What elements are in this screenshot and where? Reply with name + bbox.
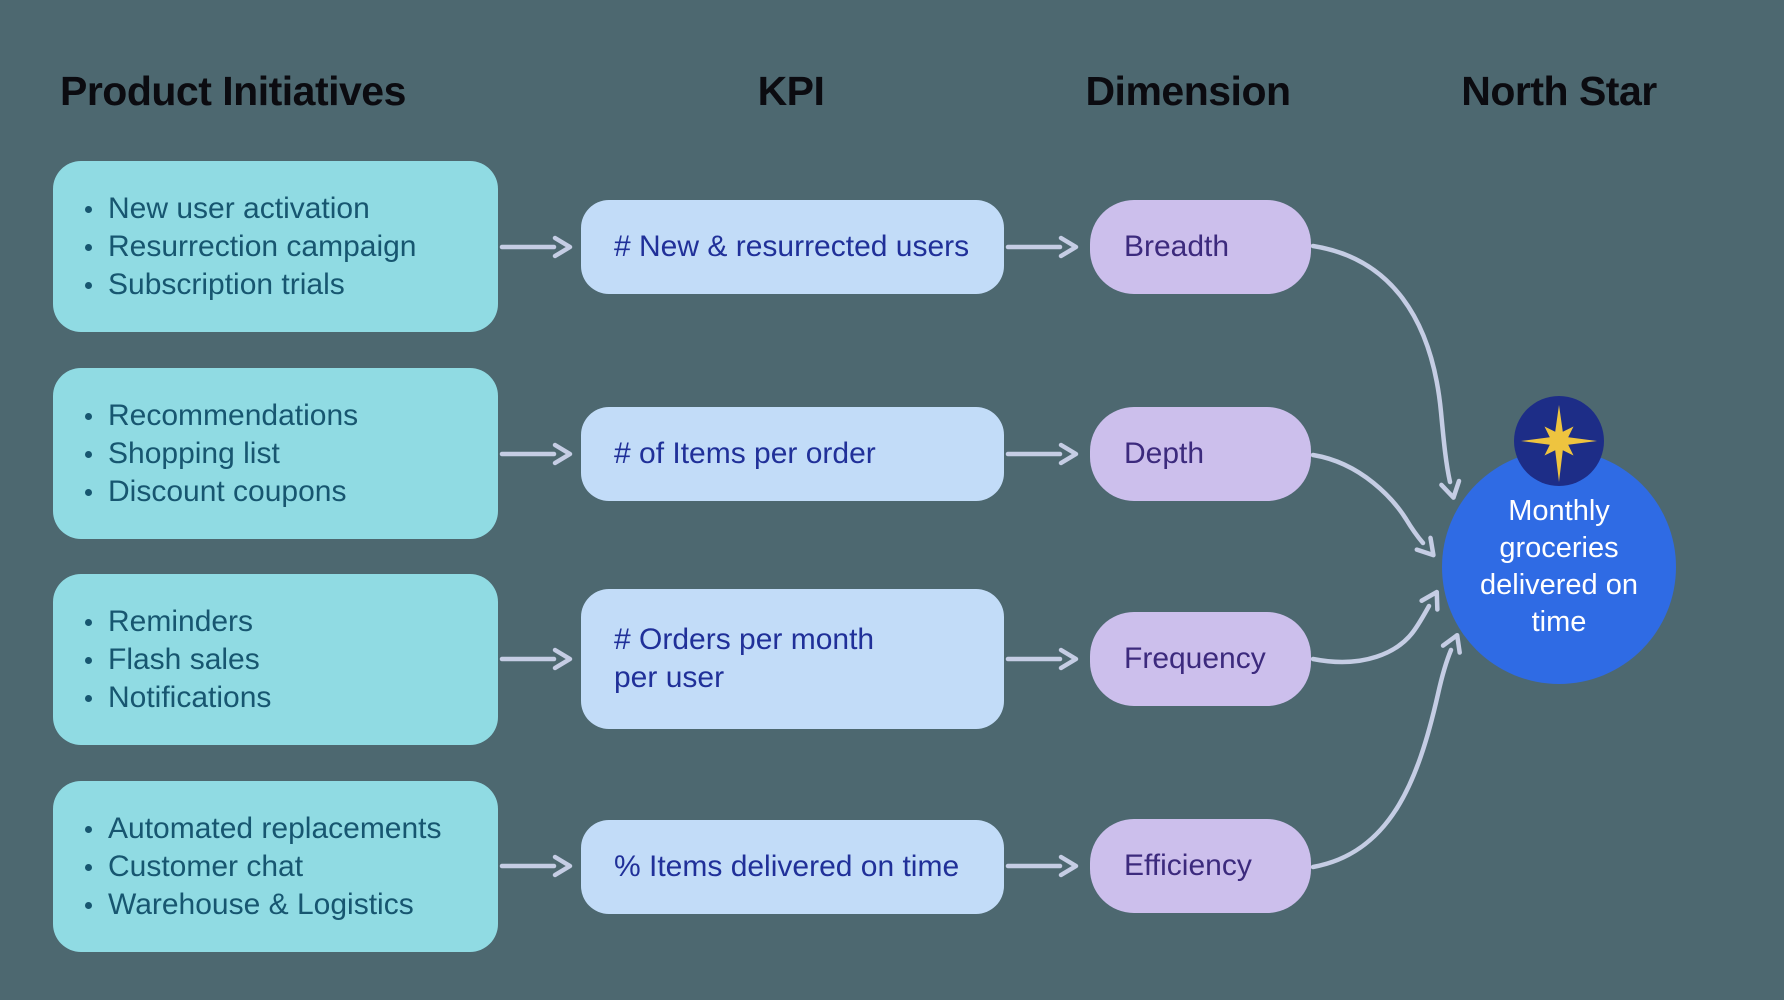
dimension-label: Breadth bbox=[1124, 230, 1230, 263]
kpi-box-4: % Items delivered on time bbox=[581, 820, 1004, 914]
initiative-item: Warehouse & Logistics bbox=[85, 886, 442, 924]
header-north-star: North Star bbox=[1461, 68, 1657, 114]
initiatives-list: Automated replacements Customer chat War… bbox=[53, 810, 452, 924]
initiatives-box-3: Reminders Flash sales Notifications bbox=[53, 574, 498, 745]
header-product-initiatives: Product Initiatives bbox=[60, 68, 406, 114]
initiative-item: Notifications bbox=[85, 679, 271, 717]
arrow-dim-ns-2 bbox=[1310, 452, 1436, 558]
dimension-label: Frequency bbox=[1124, 642, 1266, 675]
north-star-icon bbox=[1521, 405, 1597, 482]
initiative-item: Recommendations bbox=[85, 397, 358, 435]
initiative-item: Reminders bbox=[85, 603, 271, 641]
initiative-item: Discount coupons bbox=[85, 473, 358, 511]
dimension-pill-frequency: Frequency bbox=[1090, 612, 1311, 706]
dimension-pill-efficiency: Efficiency bbox=[1090, 819, 1311, 913]
initiative-item: Subscription trials bbox=[85, 266, 416, 304]
initiatives-list: New user activation Resurrection campaig… bbox=[53, 190, 426, 304]
initiative-item: New user activation bbox=[85, 190, 416, 228]
initiatives-list: Reminders Flash sales Notifications bbox=[53, 603, 281, 717]
dimension-pill-breadth: Breadth bbox=[1090, 200, 1311, 294]
initiative-item: Shopping list bbox=[85, 435, 358, 473]
initiatives-list: Recommendations Shopping list Discount c… bbox=[53, 397, 368, 511]
initiative-item: Customer chat bbox=[85, 848, 442, 886]
header-kpi: KPI bbox=[757, 68, 825, 114]
north-star-circle: Monthly groceries delivered on time bbox=[1442, 450, 1676, 684]
initiative-item: Flash sales bbox=[85, 641, 271, 679]
north-star-label: Monthly groceries delivered on time bbox=[1480, 495, 1638, 638]
kpi-label: # of Items per order bbox=[614, 437, 876, 470]
kpi-box-2: # of Items per order bbox=[581, 407, 1004, 501]
kpi-label: # Orders per month per user bbox=[614, 623, 875, 694]
kpi-label: # New & resurrected users bbox=[614, 230, 970, 263]
initiatives-box-4: Automated replacements Customer chat War… bbox=[53, 781, 498, 952]
initiative-item: Automated replacements bbox=[85, 810, 442, 848]
north-star-badge bbox=[1514, 396, 1604, 486]
dimension-label: Depth bbox=[1124, 437, 1205, 470]
initiatives-box-1: New user activation Resurrection campaig… bbox=[53, 161, 498, 332]
arrow-dim-ns-1 bbox=[1310, 243, 1462, 500]
initiatives-box-2: Recommendations Shopping list Discount c… bbox=[53, 368, 498, 539]
header-dimension: Dimension bbox=[1085, 68, 1291, 114]
dimension-label: Efficiency bbox=[1124, 849, 1252, 882]
initiative-item: Resurrection campaign bbox=[85, 228, 416, 266]
arrow-dim-ns-4 bbox=[1310, 632, 1462, 870]
arrow-dim-ns-3 bbox=[1310, 589, 1440, 665]
kpi-box-1: # New & resurrected users bbox=[581, 200, 1004, 294]
kpi-label: % Items delivered on time bbox=[614, 850, 960, 883]
kpi-box-3: # Orders per month per user bbox=[581, 589, 1004, 729]
dimension-pill-depth: Depth bbox=[1090, 407, 1311, 501]
